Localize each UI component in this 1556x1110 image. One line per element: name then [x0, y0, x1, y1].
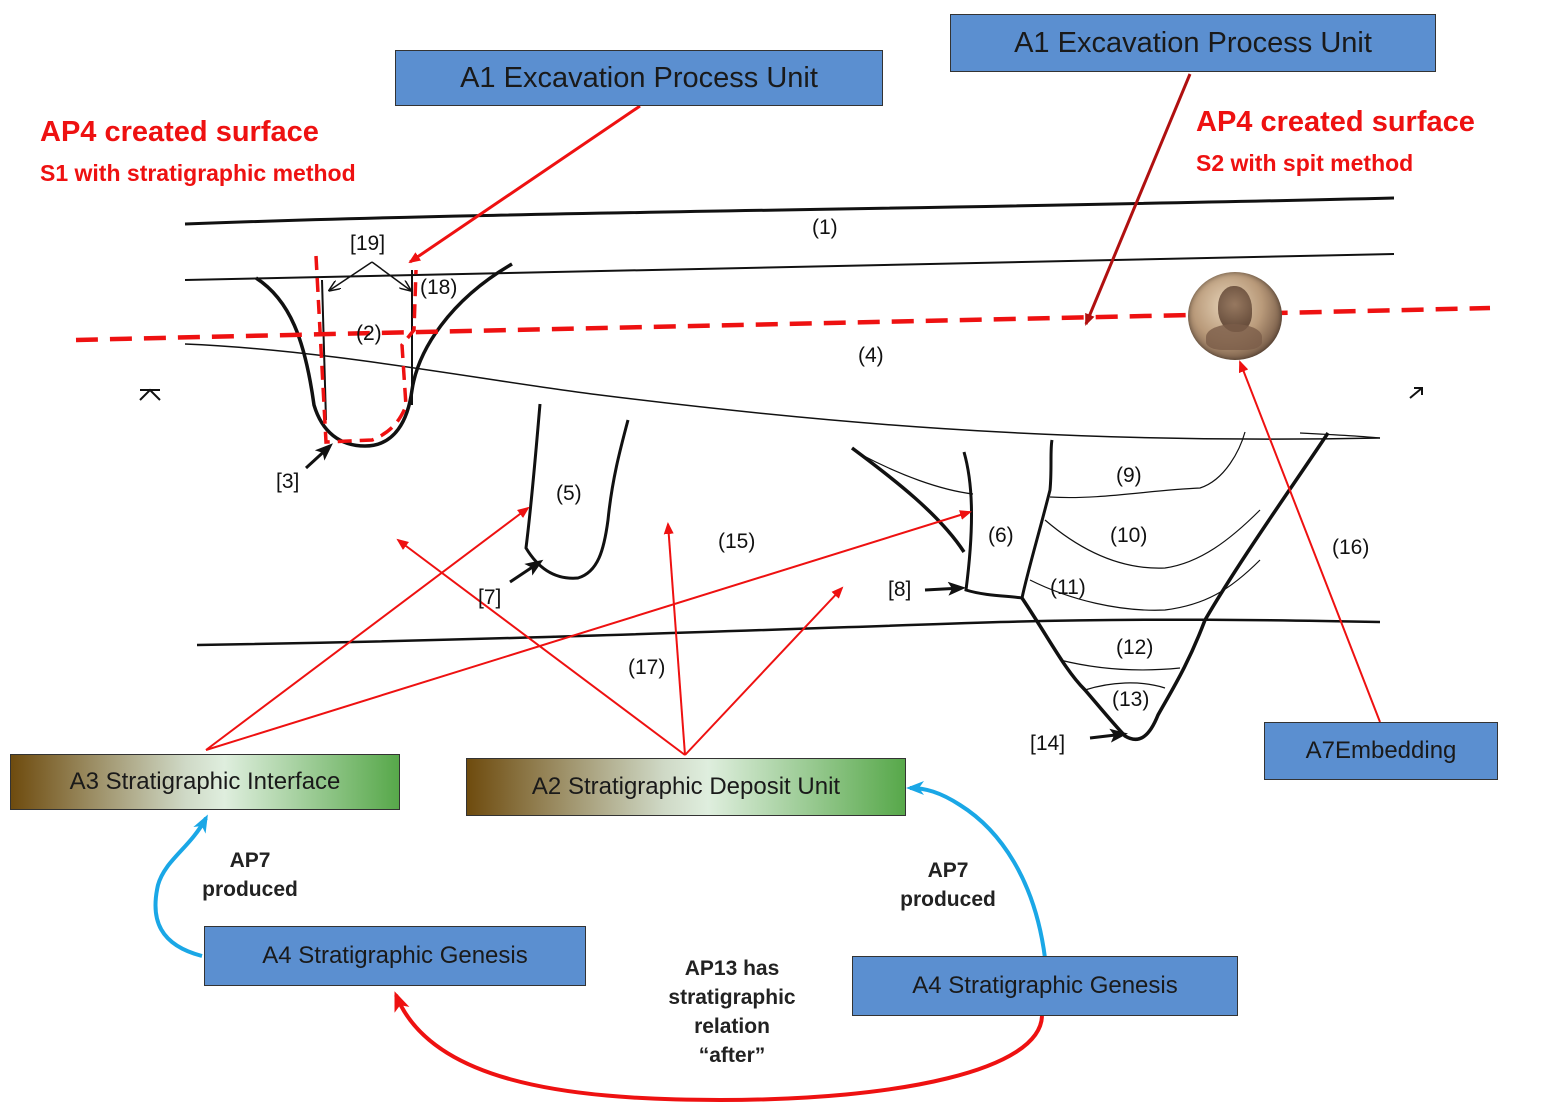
unit-14-label: [14]	[1030, 732, 1066, 755]
after-relation-line-2: stratigraphic	[668, 986, 796, 1009]
unit-8-label: [8]	[888, 578, 912, 601]
unit-18-label: (18)	[420, 276, 458, 299]
surface-s2-subtitle: S2 with spit method	[1196, 150, 1414, 176]
unit-3-label: [3]	[276, 470, 300, 493]
unit-19-label: [19]	[350, 232, 386, 255]
unit-11-label: (11)	[1050, 576, 1086, 599]
after-relation-line-3: relation	[694, 1015, 770, 1038]
after-relation-line-4: “after”	[698, 1044, 766, 1067]
excavation-right-arrow	[1084, 73, 1192, 326]
after-relation-line-1: AP13 has	[684, 957, 780, 980]
unit-17-label: (17)	[628, 656, 666, 679]
pit-8	[850, 439, 1054, 600]
surface-s2-title: AP4 created surface	[1196, 106, 1475, 138]
surfaces-dashed	[75, 255, 1491, 444]
stratigraphic-genesis-right-box[interactable]: A4 Stratigraphic Genesis	[852, 956, 1238, 1016]
stratigraphic-genesis-left-box[interactable]: A4 Stratigraphic Genesis	[204, 926, 586, 986]
roman-coin-image	[1188, 272, 1282, 360]
after-relation-label: AP13 has stratigraphic relation “after”	[634, 954, 830, 1070]
pit-3	[255, 262, 513, 448]
unit-1-label: (1)	[812, 216, 838, 239]
unit-2-label: (2)	[356, 322, 382, 345]
unit-5-label: (5)	[556, 482, 582, 505]
produced-left-label: AP7 produced	[180, 846, 320, 904]
stratigraphic-deposit-unit-box[interactable]: A2 Stratigraphic Deposit Unit	[466, 758, 906, 816]
produced-arrows	[153, 781, 1047, 959]
red-relation-arrows	[205, 104, 1381, 756]
produced-right-label: AP7 produced	[878, 856, 1018, 914]
unit-16-label: (16)	[1332, 536, 1370, 559]
embedding-box[interactable]: A7Embedding	[1264, 722, 1498, 780]
unit-10-label: (10)	[1110, 524, 1148, 547]
interface-19-arrows	[330, 261, 410, 290]
unit-12-label: (12)	[1116, 636, 1154, 659]
produced-left-line-2: produced	[202, 878, 298, 901]
surface-s1-subtitle: S1 with stratigraphic method	[40, 160, 356, 186]
produced-right-line-2: produced	[900, 888, 996, 911]
stratigraphic-interface-box[interactable]: A3 Stratigraphic Interface	[10, 754, 400, 810]
pit-14	[1020, 431, 1381, 742]
excavation-process-unit-left-box[interactable]: A1 Excavation Process Unit	[395, 50, 883, 106]
unit-7-label: [7]	[478, 586, 502, 609]
unit-6-label: (6)	[988, 524, 1014, 547]
produced-left-line-1: AP7	[229, 849, 271, 872]
unit-9-label: (9)	[1116, 464, 1142, 487]
pit-7	[524, 403, 630, 580]
excavation-process-unit-right-box[interactable]: A1 Excavation Process Unit	[950, 14, 1436, 72]
surface-s1-title: AP4 created surface	[40, 116, 319, 148]
coin-bust	[1206, 324, 1262, 350]
unit-13-label: (13)	[1112, 688, 1150, 711]
cut-pointer-arrows	[304, 443, 1128, 743]
unit-4-label: (4)	[858, 344, 884, 367]
after-relation-arrow	[394, 991, 1044, 1103]
section-markers	[139, 387, 1423, 401]
produced-right-line-1: AP7	[927, 859, 969, 882]
unit-15-label: (15)	[718, 530, 756, 553]
